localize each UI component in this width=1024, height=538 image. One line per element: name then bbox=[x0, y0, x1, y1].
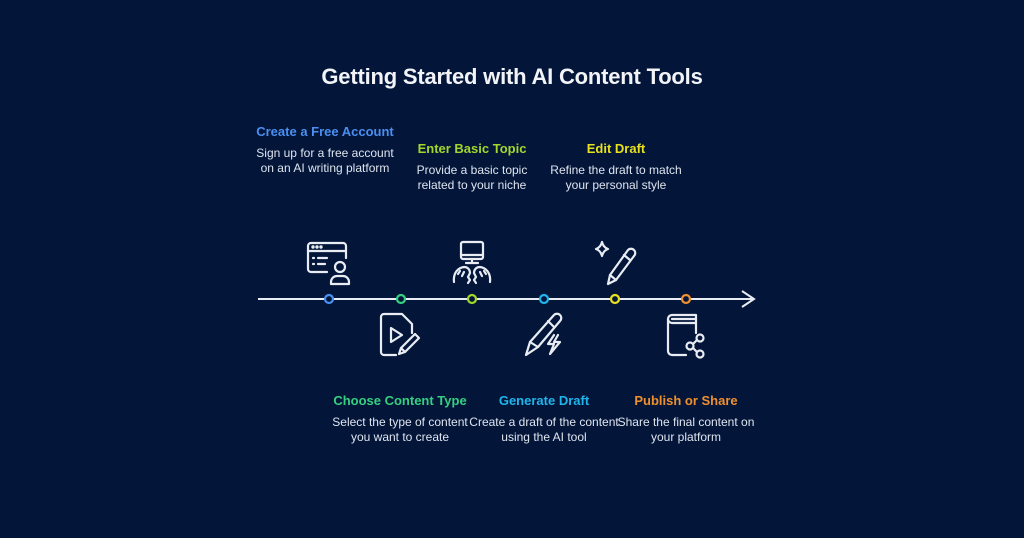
step-description: Select the type of content you want to c… bbox=[332, 415, 468, 444]
step-edit-draft: Edit Draft Refine the draft to match you… bbox=[541, 140, 691, 193]
timeline-dot-5 bbox=[609, 293, 621, 305]
diagram-title: Getting Started with AI Content Tools bbox=[321, 64, 703, 89]
step-title: Enter Basic Topic bbox=[417, 141, 527, 156]
timeline-dot-2 bbox=[395, 293, 407, 305]
pencil-lightning-icon bbox=[524, 312, 563, 357]
timeline-dot-1 bbox=[323, 293, 335, 305]
step-description: Provide a basic topic related to your ni… bbox=[416, 163, 528, 192]
step-title: Choose Content Type bbox=[333, 393, 467, 408]
step-publish-or-share: Publish or Share Share the final content… bbox=[611, 392, 761, 445]
step-create-account: Create a Free Account Sign up for a free… bbox=[250, 123, 400, 176]
document-play-pen-icon bbox=[379, 312, 421, 357]
sparkle-pencil-icon bbox=[594, 240, 637, 286]
timeline-dot-4 bbox=[538, 293, 550, 305]
step-title: Publish or Share bbox=[634, 393, 738, 408]
step-description: Share the final content on your platform bbox=[617, 415, 755, 444]
step-generate-draft: Generate Draft Create a draft of the con… bbox=[469, 392, 619, 445]
step-description: Create a draft of the content using the … bbox=[469, 415, 619, 444]
timeline-dot-6 bbox=[680, 293, 692, 305]
step-title: Edit Draft bbox=[586, 141, 646, 156]
step-description: Sign up for a free account on an AI writ… bbox=[256, 146, 394, 175]
arrow-head-icon bbox=[741, 290, 756, 308]
computer-typing-hands-icon bbox=[452, 240, 492, 285]
step-title: Create a Free Account bbox=[256, 124, 394, 139]
browser-user-icon bbox=[306, 241, 351, 286]
step-enter-basic-topic: Enter Basic Topic Provide a basic topic … bbox=[397, 140, 547, 193]
book-share-icon bbox=[666, 313, 705, 359]
step-description: Refine the draft to match your personal … bbox=[550, 163, 682, 192]
step-choose-content-type: Choose Content Type Select the type of c… bbox=[325, 392, 475, 445]
timeline-dot-3 bbox=[466, 293, 478, 305]
step-title: Generate Draft bbox=[498, 393, 590, 408]
